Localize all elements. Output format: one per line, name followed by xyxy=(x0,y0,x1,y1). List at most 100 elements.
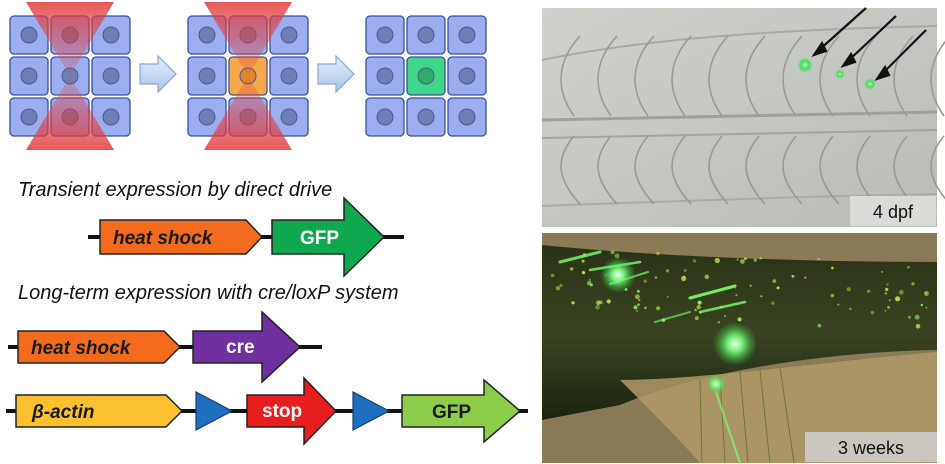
speckle xyxy=(804,276,807,279)
loxp-site-2 xyxy=(352,391,391,431)
speckle xyxy=(683,269,687,272)
speckle xyxy=(817,258,820,261)
beta-actin-label: β-actin xyxy=(31,402,94,423)
somite-boundary xyxy=(745,135,766,205)
brightfield-photo-4dpf: 4 dpf xyxy=(541,7,945,227)
nucleus xyxy=(198,26,216,44)
speckle xyxy=(656,251,660,256)
step-arrow-1 xyxy=(139,54,177,94)
nucleus xyxy=(102,26,120,44)
speckle xyxy=(753,258,757,262)
speckle xyxy=(830,293,835,298)
nucleus xyxy=(417,67,435,85)
speckle xyxy=(736,258,739,261)
laser-beam-bottom xyxy=(204,76,292,150)
speckle xyxy=(771,301,775,305)
nucleus xyxy=(417,26,435,44)
speckle xyxy=(694,308,697,312)
speckle xyxy=(581,271,586,275)
somite-boundary xyxy=(819,135,840,205)
speckle xyxy=(666,296,669,298)
speckle xyxy=(692,259,697,263)
speckle xyxy=(581,259,585,263)
photo-label-3weeks: 3 weeks xyxy=(838,438,904,458)
speckle xyxy=(571,301,575,305)
speckle xyxy=(914,314,920,320)
speckle xyxy=(737,317,742,322)
speckle xyxy=(717,321,720,324)
speckle xyxy=(870,310,875,315)
nucleus xyxy=(280,67,298,85)
laser-beam-top xyxy=(204,2,292,76)
heat-shock-label-1: heat shock xyxy=(113,228,214,249)
speckle xyxy=(895,296,901,302)
speckle xyxy=(885,287,889,292)
grid-heated-cell xyxy=(187,2,309,150)
speckle xyxy=(550,273,555,278)
speckle xyxy=(714,257,720,264)
speckle xyxy=(886,283,889,286)
cell-grid-panels xyxy=(9,2,487,150)
speckle xyxy=(867,289,871,293)
heat-shock-label-2: heat shock xyxy=(31,338,132,359)
gfp-gene-1 xyxy=(271,196,386,278)
speckle xyxy=(837,303,840,306)
speckle xyxy=(633,305,638,310)
construct-direct-drive: heat shock GFP xyxy=(88,196,404,278)
step-arrow-2 xyxy=(317,54,355,94)
speckle xyxy=(915,323,921,329)
speckle xyxy=(559,283,563,287)
nucleus xyxy=(20,26,38,44)
speckle xyxy=(587,281,592,286)
speckle xyxy=(694,316,699,321)
bright-fluorescent-cell-2 xyxy=(600,257,636,293)
somite-boundary xyxy=(597,35,618,117)
nucleus xyxy=(280,108,298,126)
laser-beam-top xyxy=(26,2,114,76)
somite-boundary xyxy=(634,135,655,205)
fluorescence-photo-3weeks: 3 weeks xyxy=(542,233,937,464)
speckle xyxy=(744,257,747,261)
somite-boundary xyxy=(671,135,692,205)
loxp-site-1 xyxy=(195,391,234,431)
transient-caption: Transient expression by direct drive xyxy=(18,179,332,201)
gfp-cell-dot-3 xyxy=(864,78,876,90)
speckle xyxy=(724,315,726,318)
construct-reporter: β-actin stop GFP xyxy=(6,376,528,446)
speckle xyxy=(644,306,647,310)
speckle xyxy=(665,269,670,273)
speckle xyxy=(697,300,702,305)
beta-actin-promoter xyxy=(15,394,184,428)
speckle xyxy=(888,299,891,302)
speckle xyxy=(925,306,928,309)
speckle xyxy=(569,267,574,271)
nucleus xyxy=(102,67,120,85)
nucleus xyxy=(280,26,298,44)
construct-cre: heat shock cre xyxy=(8,310,322,384)
bright-fluorescent-cell-1 xyxy=(713,322,757,366)
grid-labeled-cell xyxy=(365,15,487,137)
speckle xyxy=(907,265,910,269)
speckle xyxy=(696,305,701,310)
speckle xyxy=(656,306,661,311)
somite-boundary xyxy=(930,135,945,200)
speckle xyxy=(911,282,915,286)
nucleus xyxy=(417,108,435,126)
somite-boundary xyxy=(560,135,581,205)
speckle xyxy=(759,256,763,260)
cre-gene xyxy=(192,310,302,384)
somite-boundary xyxy=(782,35,803,117)
speckle xyxy=(637,289,640,293)
label-box-3weeks xyxy=(805,432,937,462)
pointer-arrows xyxy=(811,7,927,82)
gfp-cell-dot-2 xyxy=(835,69,845,79)
speckle xyxy=(681,275,687,282)
speckle xyxy=(760,295,763,298)
somite-boundary xyxy=(671,35,692,117)
speckle xyxy=(817,323,822,328)
somite-boundary xyxy=(782,135,803,205)
speckle xyxy=(924,291,929,296)
speckle xyxy=(884,292,888,295)
speckle xyxy=(749,284,752,287)
